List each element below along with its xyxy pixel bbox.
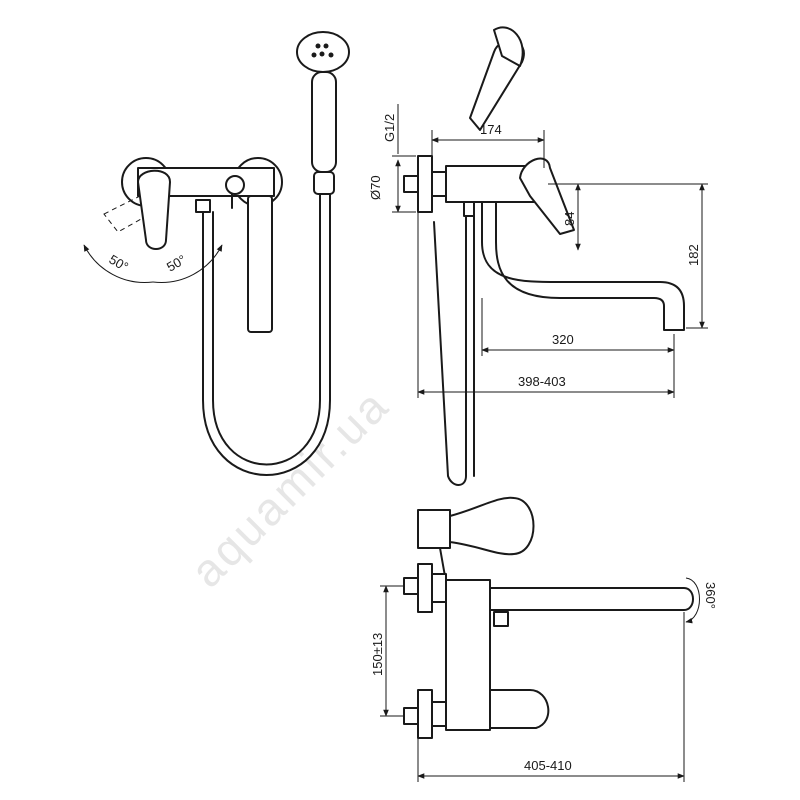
wall-plate [417,155,433,213]
dim-182: 182 [686,244,701,266]
handshower-grip [311,71,337,173]
dim-405-410: 405-410 [524,758,572,773]
lower-nut [431,701,447,727]
side-hose-outlet [463,201,475,217]
angle-arc-left [83,244,154,283]
handshower-bracket [313,171,335,195]
lever-handle [137,169,171,250]
diverter [493,611,509,627]
dim-angle-left: 50° [107,252,132,275]
dim-174: 174 [480,122,502,137]
lower-inlet-fitting [403,707,419,725]
bath-spout [489,587,694,611]
front-view: 50° 50° [83,31,350,476]
bath-mixer-view: 360° 150±13 405-410 [370,496,718,782]
dim-diameter: Ø70 [368,175,383,200]
shower-nozzle [315,43,321,49]
shower-hose [202,193,331,476]
side-view: G1/2 Ø70 174 84 182 320 398-403 [368,26,708,486]
side-showerhead [493,26,524,67]
inlet-fitting [403,175,419,193]
dim-320: 320 [552,332,574,347]
spout-front [247,195,273,333]
lever-base [417,509,451,549]
dim-angle-right: 50° [164,252,189,275]
lever-knob [449,496,535,556]
angle-arc-right [152,244,223,283]
shower-hose-inner [212,193,321,466]
dim-rotation: 360° [703,582,718,609]
shower-nozzle [328,52,334,58]
hose-outlet-bottom [489,689,550,729]
shower-nozzle [319,51,325,57]
mixer-body-vertical [445,579,491,731]
nut [431,171,447,197]
shower-nozzle [311,52,317,58]
dim-thread: G1/2 [382,114,397,142]
upper-nut [431,573,447,603]
dim-398-403: 398-403 [518,374,566,389]
lower-flange [417,689,433,739]
dim-84: 84 [562,212,577,226]
shower-holder [225,175,245,195]
dim-150: 150±13 [370,633,385,676]
upper-inlet-fitting [403,577,419,595]
side-spout [481,201,685,331]
rotation-arrow [685,577,700,624]
hose-outlet [195,199,211,213]
upper-flange [417,563,433,613]
shower-nozzle [323,43,329,49]
side-hose [433,215,467,486]
